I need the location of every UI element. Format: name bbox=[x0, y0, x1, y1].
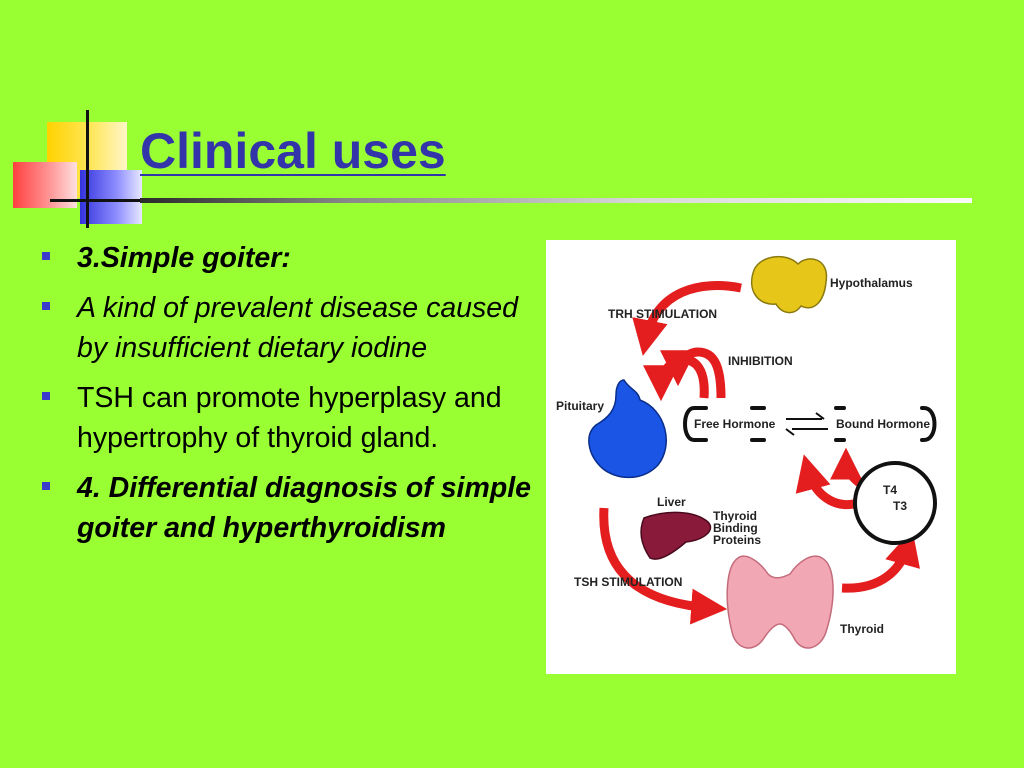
binding-proteins-line: Binding bbox=[713, 521, 758, 535]
thyroid-organ bbox=[726, 555, 834, 649]
bullet-marker bbox=[42, 482, 50, 490]
bullet-item: 4. Differential diagnosis of simple goit… bbox=[40, 468, 540, 548]
hypothalamus-organ bbox=[751, 255, 828, 314]
hypothalamus-label: Hypothalamus bbox=[830, 276, 913, 290]
bullet-item: 3.Simple goiter: bbox=[40, 238, 540, 278]
liver-organ bbox=[640, 511, 712, 560]
t3-label: T3 bbox=[893, 499, 907, 513]
bullet-list: 3.Simple goiter: A kind of prevalent dis… bbox=[40, 238, 540, 558]
thyroid-axis-diagram: Hypothalamus TRH STIMULATION INHIBITION … bbox=[546, 240, 956, 674]
t4-t3-circle bbox=[853, 461, 937, 545]
binding-proteins-line: Thyroid bbox=[713, 509, 757, 523]
bullet-item: A kind of prevalent disease caused by in… bbox=[40, 288, 540, 368]
diagram-svg: Hypothalamus TRH STIMULATION INHIBITION … bbox=[556, 255, 937, 649]
trh-arrow bbox=[632, 281, 742, 356]
tsh-arrow bbox=[599, 507, 728, 625]
thyroid-to-t4t3-arrow bbox=[841, 529, 920, 593]
bound-hormone-bracket bbox=[834, 406, 937, 442]
bullet-text: TSH can promote hyperplasy and hypertrop… bbox=[77, 382, 502, 454]
pituitary-organ bbox=[588, 379, 667, 479]
bullet-text: 3.Simple goiter: bbox=[77, 242, 291, 274]
bullet-text: A kind of prevalent disease caused by in… bbox=[77, 292, 518, 364]
bullet-item: TSH can promote hyperplasy and hypertrop… bbox=[40, 378, 540, 458]
decor-short-line bbox=[50, 199, 140, 202]
thyroid-label: Thyroid bbox=[840, 622, 884, 636]
t4-label: T4 bbox=[883, 483, 897, 497]
inhibition-arrow-pituitary bbox=[643, 355, 709, 402]
bullet-marker bbox=[42, 252, 50, 260]
slide-title: Clinical uses bbox=[140, 123, 446, 179]
decor-vertical-line bbox=[86, 110, 89, 228]
bullet-marker bbox=[42, 392, 50, 400]
equilibrium-arrows bbox=[785, 412, 828, 436]
inhibition-label: INHIBITION bbox=[728, 354, 793, 368]
liver-label: Liver bbox=[657, 495, 686, 509]
bullet-text: 4. Differential diagnosis of simple goit… bbox=[77, 472, 531, 544]
decor-blue-square bbox=[80, 170, 142, 224]
free-hormone-label: Free Hormone bbox=[694, 417, 776, 431]
free-hormone-bracket bbox=[683, 406, 766, 442]
trh-stimulation-label: TRH STIMULATION bbox=[608, 307, 717, 321]
pituitary-label: Pituitary bbox=[556, 399, 604, 413]
tsh-stimulation-label: TSH STIMULATION bbox=[574, 575, 682, 589]
binding-proteins-line: Proteins bbox=[713, 533, 761, 547]
title-underline-rule bbox=[140, 198, 972, 203]
bullet-marker bbox=[42, 302, 50, 310]
bound-hormone-label: Bound Hormone bbox=[836, 417, 930, 431]
